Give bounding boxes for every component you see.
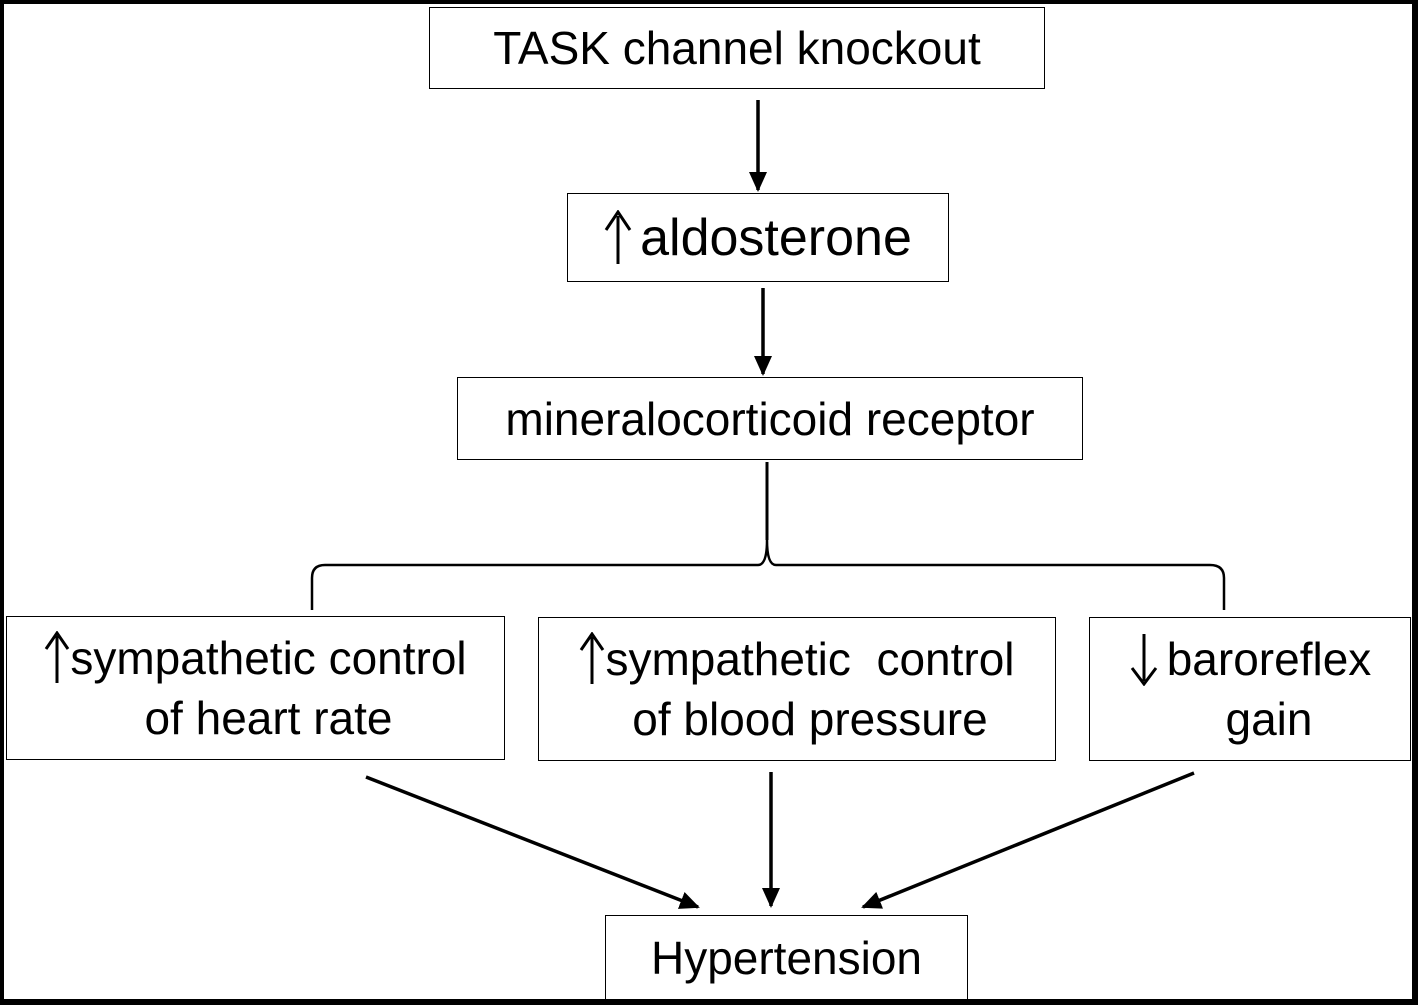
mineralocorticoid-receptor-node: mineralocorticoid receptor <box>457 377 1083 460</box>
heart-rate-line1: sympathetic control <box>70 632 467 684</box>
down-arrow-icon <box>1129 629 1159 689</box>
aldosterone-label: aldosterone <box>640 208 912 267</box>
baroreflex-line1: baroreflex <box>1166 633 1372 685</box>
blood-pressure-node: sympathetic control of blood pressure <box>538 617 1056 761</box>
up-arrow-icon <box>579 629 605 689</box>
diagram-frame <box>4 4 1412 999</box>
brace-connector <box>310 539 1226 610</box>
up-arrow-icon <box>44 628 70 688</box>
blood-pressure-line1: sympathetic control <box>605 633 1015 685</box>
aldosterone-node: aldosterone <box>567 193 949 282</box>
task-knockout-label: TASK channel knockout <box>493 22 981 74</box>
heart-rate-line2: of heart rate <box>144 692 393 744</box>
up-arrow-icon <box>604 209 632 266</box>
mineralocorticoid-receptor-label: mineralocorticoid receptor <box>505 392 1035 445</box>
arrow-baroreflex-to-hypertension <box>861 771 1195 909</box>
baroreflex-node: baroreflex gain <box>1089 617 1411 761</box>
arrow-heart-rate-to-hypertension <box>365 775 700 909</box>
hypertension-label: Hypertension <box>650 931 923 984</box>
heart-rate-node: sympathetic control of heart rate <box>6 616 505 760</box>
task-knockout-node: TASK channel knockout <box>429 7 1045 89</box>
hypertension-node: Hypertension <box>605 915 968 1000</box>
blood-pressure-line2: of blood pressure <box>632 693 988 745</box>
baroreflex-line2: gain <box>1225 693 1313 745</box>
